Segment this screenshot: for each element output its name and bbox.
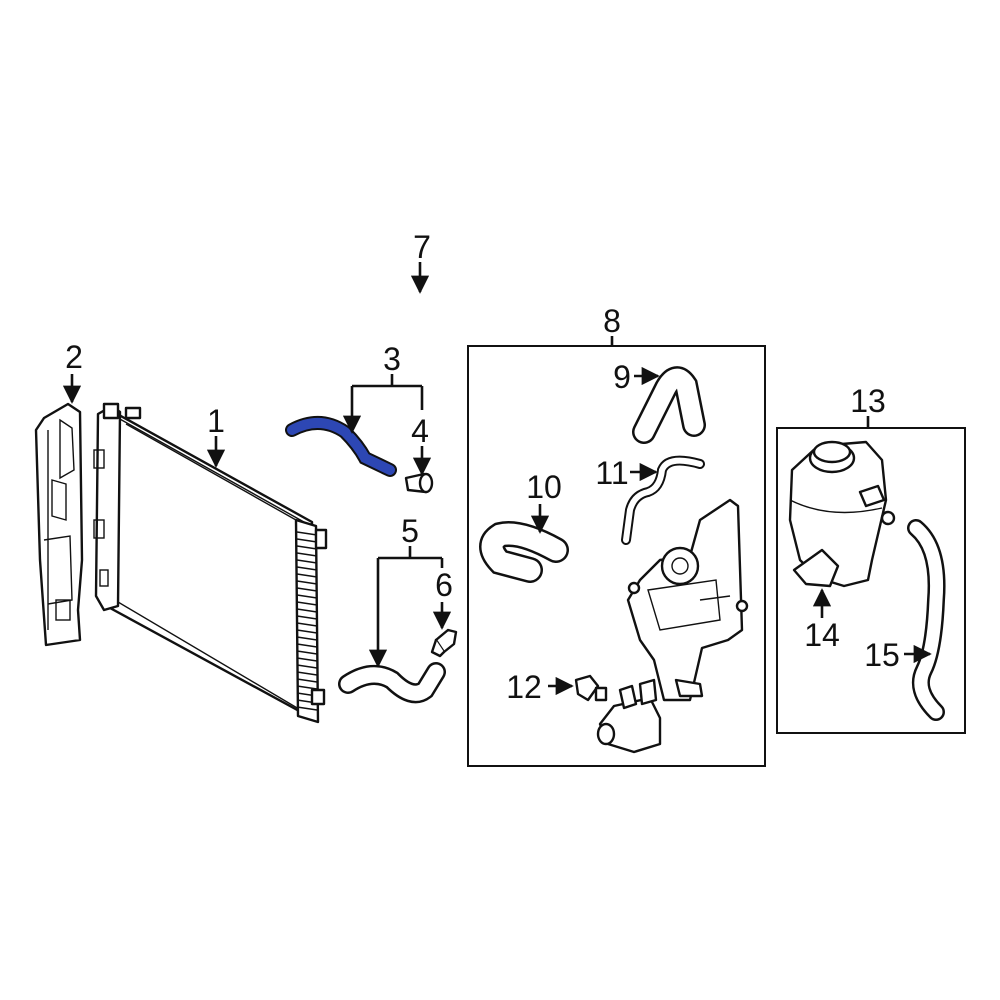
callout-15: 15 — [864, 637, 900, 673]
callout-4: 4 — [411, 413, 429, 449]
radiator-fin — [296, 552, 318, 557]
callout-13: 13 — [850, 383, 886, 419]
radiator-fin — [296, 531, 318, 536]
group-box-8 — [467, 345, 766, 767]
part-5-hose[interactable] — [338, 662, 446, 704]
part-15-hose[interactable] — [907, 519, 946, 721]
part-10-hose[interactable] — [479, 521, 569, 583]
part-8-pump-assembly[interactable] — [626, 498, 749, 702]
radiator-fin — [296, 545, 318, 550]
callout-12: 12 — [506, 669, 542, 705]
radiator-fin — [296, 685, 318, 690]
part-3-hose-highlighted[interactable] — [285, 416, 397, 477]
radiator-fin — [296, 622, 318, 627]
callout-14: 14 — [804, 617, 840, 653]
callout-8: 8 — [603, 303, 621, 339]
part-7-tube[interactable] — [312, 290, 472, 313]
radiator-fin — [296, 678, 318, 683]
callout-1: 1 — [207, 403, 225, 439]
radiator-fin — [296, 706, 318, 711]
part-11-hose[interactable] — [621, 455, 705, 545]
radiator-fin — [296, 608, 318, 613]
callout-labels: 1 2 3 4 5 6 7 8 9 10 11 12 13 14 15 — [65, 229, 900, 705]
part-4-fitting[interactable] — [404, 472, 434, 494]
radiator-fin — [296, 580, 318, 585]
radiator-fin — [296, 636, 318, 641]
group-box-13 — [776, 427, 966, 734]
radiator-fin — [296, 671, 318, 676]
radiator-fin — [296, 559, 318, 564]
radiator-fin — [296, 650, 318, 655]
callout-10: 10 — [526, 469, 562, 505]
part-9-hose[interactable] — [632, 366, 706, 444]
radiator-fin — [296, 594, 318, 599]
radiator-fin — [296, 643, 318, 648]
radiator-fin — [296, 601, 318, 606]
radiator-fin — [296, 664, 318, 669]
part-12-sensor[interactable] — [574, 674, 608, 702]
callout-6: 6 — [435, 567, 453, 603]
leader-lines — [62, 262, 932, 696]
part-14-coolant-reservoir[interactable] — [788, 440, 896, 588]
part-1-radiator[interactable] — [93, 402, 328, 724]
part-8-valve[interactable] — [596, 678, 662, 754]
callout-3: 3 — [383, 341, 401, 377]
radiator-fin — [296, 587, 318, 592]
callout-2: 2 — [65, 339, 83, 375]
callout-9: 9 — [613, 359, 631, 395]
radiator-fin — [296, 573, 318, 578]
radiator-fin — [296, 629, 318, 634]
radiator-fin — [296, 566, 318, 571]
radiator-fin — [296, 538, 318, 543]
radiator-fin — [296, 615, 318, 620]
callout-11: 11 — [595, 455, 628, 491]
part-2-air-deflector[interactable] — [34, 402, 84, 647]
callout-7: 7 — [413, 229, 431, 265]
part-6-elbow-fitting[interactable] — [430, 628, 458, 658]
radiator-fin — [296, 657, 318, 662]
callout-5: 5 — [401, 513, 419, 549]
